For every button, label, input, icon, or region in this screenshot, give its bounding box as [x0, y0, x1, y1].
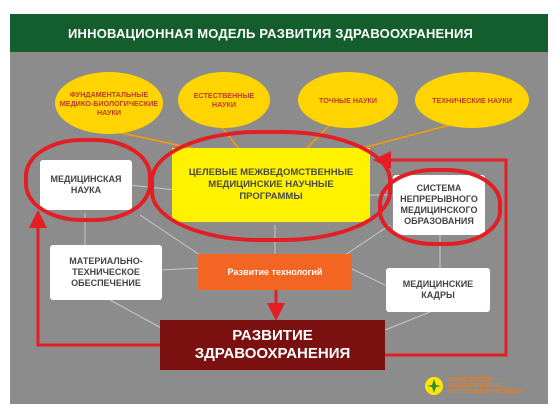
slide-title: ИННОВАЦИОННАЯ МОДЕЛЬ РАЗВИТИЯ ЗДРАВООХРА… [68, 25, 474, 41]
medical-staff-label: МЕДИЦИНСКИЕ КАДРЫ [402, 279, 474, 300]
loop-right [373, 151, 508, 357]
link-education-tech [344, 224, 391, 256]
education-label: СИСТЕМА НЕПРЕРЫВНОГО МЕДИЦИНСКОГО ОБРАЗО… [400, 183, 478, 226]
medical-staff-box: МЕДИЦИНСКИЕ КАДРЫ [386, 268, 490, 312]
loop-left [29, 210, 160, 347]
material-base-box: МАТЕРИАЛЬНО- ТЕХНИЧЕСКОЕ ОБЕСПЕЧЕНИЕ [50, 245, 162, 300]
programs-highlight [150, 130, 392, 242]
science-label: ФУНДАМЕНТАЛЬНЫЕ МЕДИКО-БИОЛОГИЧЕСКИЕ НАУ… [59, 89, 159, 117]
ministry-logo: МИНИСТЕРСТВО ЗДРАВООХРАНЕНИЯ И СОЦИАЛЬНО… [424, 371, 534, 401]
science-ellipse-technical: ТЕХНИЧЕСКИЕ НАУКИ [415, 72, 529, 128]
link-staff-result [384, 311, 431, 331]
technology-label: Развитие технологий [227, 267, 323, 277]
title-bar: ИННОВАЦИОННАЯ МОДЕЛЬ РАЗВИТИЯ ЗДРАВООХРА… [10, 14, 548, 52]
medical-science-label: МЕДИЦИНСКАЯ НАУКА [50, 174, 122, 195]
science-label: ТОЧНЫЕ НАУКИ [318, 95, 377, 105]
science-label: ЕСТЕСТВЕННЫЕ НАУКИ [193, 91, 255, 109]
science-ellipse-fundamental: ФУНДАМЕНТАЛЬНЫЕ МЕДИКО-БИОЛОГИЧЕСКИЕ НАУ… [55, 72, 163, 134]
healthcare-development-label: РАЗВИТИЕ ЗДРАВООХРАНЕНИЯ [194, 327, 351, 362]
link-material-result [109, 299, 166, 331]
link-tech-staff [349, 267, 386, 286]
education-highlight [378, 168, 502, 246]
science-ellipse-exact: ТОЧНЫЕ НАУКИ [298, 72, 398, 128]
feedback-loop [29, 151, 508, 357]
science-ellipse-natural: ЕСТЕСТВЕННЫЕ НАУКИ [178, 72, 270, 128]
medical-science-highlight [24, 138, 152, 222]
link-technical [354, 124, 451, 151]
science-label: ТЕХНИЧЕСКИЕ НАУКИ [432, 95, 512, 105]
ministry-emblem-icon [425, 377, 443, 395]
ministry-name: МИНИСТЕРСТВО ЗДРАВООХРАНЕНИЯ И СОЦИАЛЬНО… [448, 377, 524, 395]
material-base-label: МАТЕРИАЛЬНО- ТЕХНИЧЕСКОЕ ОБЕСПЕЧЕНИЕ [69, 256, 143, 288]
link-material-tech [159, 267, 201, 271]
technology-box: Развитие технологий [198, 254, 352, 290]
healthcare-development-box: РАЗВИТИЕ ЗДРАВООХРАНЕНИЯ [160, 320, 385, 370]
link-science-tech [139, 214, 201, 256]
